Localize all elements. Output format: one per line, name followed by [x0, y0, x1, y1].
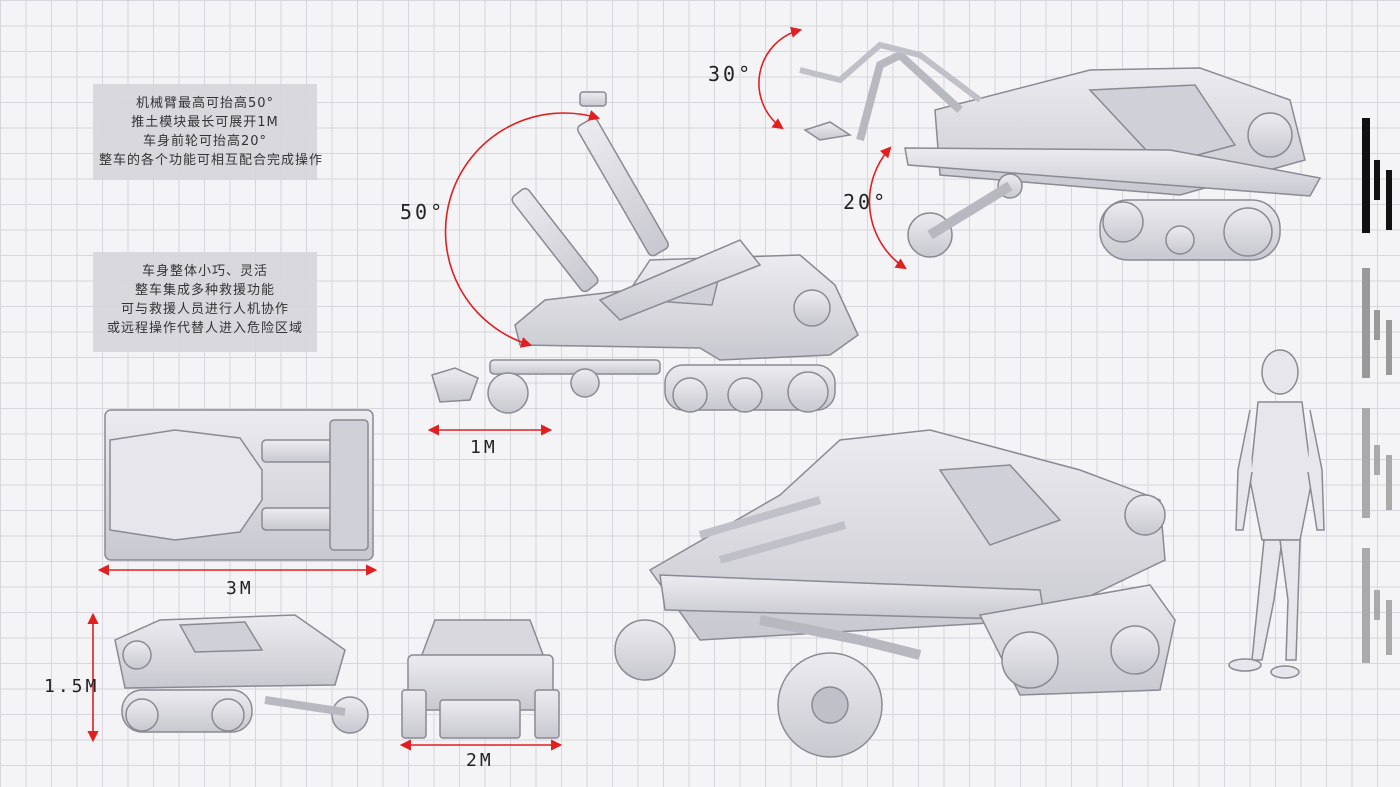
label-dozer-length: 1M: [470, 437, 498, 458]
specs-panel: 机械臂最高可抬高50° 推土模块最长可展开1M 车身前轮可抬高20° 整车的各个…: [93, 84, 324, 180]
label-arm-angle: 50°: [400, 200, 446, 224]
top-view: [104, 409, 374, 561]
label-front-wheel-angle: 20°: [843, 190, 889, 214]
arc-50-degree: [444, 110, 601, 348]
spec-line-2: 推土模块最长可展开1M: [131, 115, 279, 130]
side-view-arm-raised: [431, 91, 859, 414]
feature-line-1: 车身整体小巧、灵活: [141, 264, 268, 279]
front-view: [401, 619, 560, 739]
side-view-front-raised: [799, 41, 1322, 261]
arc-30-degree: [758, 26, 803, 130]
label-front-arm-angle: 30°: [708, 62, 754, 86]
label-side-height: 1.5M: [44, 676, 100, 697]
label-top-view-length: 3M: [226, 578, 254, 599]
spec-line-4: 整车的各个功能可相互配合完成操作: [99, 153, 324, 168]
side-view-small: [114, 614, 369, 734]
feature-line-3: 可与救援人员进行人机协作: [120, 302, 289, 317]
side-ruler-decoration: [1362, 118, 1392, 663]
features-panel: 车身整体小巧、灵活 整车集成多种救援功能 可与救援人员进行人机协作 或远程操作代…: [93, 252, 317, 352]
arc-20-degree: [868, 146, 907, 270]
spec-line-3: 车身前轮可抬高20°: [142, 134, 268, 149]
feature-line-2: 整车集成多种救援功能: [134, 283, 275, 298]
dimension-marks: [87, 26, 907, 751]
feature-line-4: 或远程操作代替人进入危险区域: [106, 321, 303, 336]
human-scale-figure: [1228, 349, 1325, 679]
perspective-view: [614, 429, 1176, 758]
label-front-width: 2M: [466, 750, 494, 771]
spec-line-1: 机械臂最高可抬高50°: [135, 96, 275, 111]
